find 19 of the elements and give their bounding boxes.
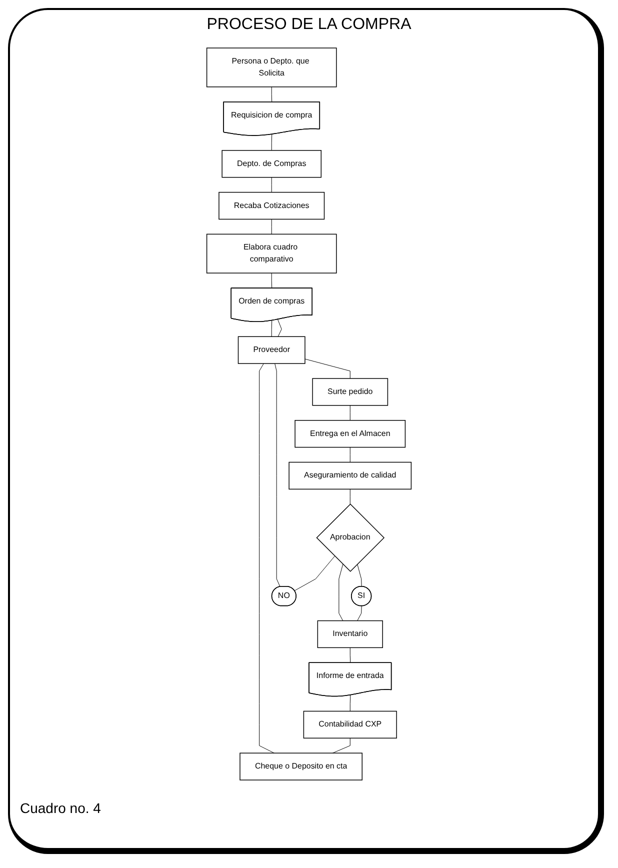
connector	[271, 177, 272, 193]
connector	[271, 320, 272, 337]
connector	[271, 134, 272, 151]
connector	[357, 606, 362, 621]
connector	[278, 319, 282, 337]
connector	[259, 363, 274, 754]
connector	[274, 363, 280, 587]
figure-note: Cuadro no. 4	[20, 800, 101, 816]
connector	[271, 272, 272, 289]
diagram-title: PROCESO DE LA COMPRA	[206, 16, 412, 34]
connector	[332, 738, 350, 754]
connector	[350, 694, 351, 712]
connector	[338, 564, 344, 621]
connector	[271, 86, 272, 102]
connector	[357, 564, 362, 587]
connector	[350, 647, 351, 664]
connector	[294, 556, 336, 591]
connector	[271, 218, 272, 234]
connector	[304, 358, 350, 379]
